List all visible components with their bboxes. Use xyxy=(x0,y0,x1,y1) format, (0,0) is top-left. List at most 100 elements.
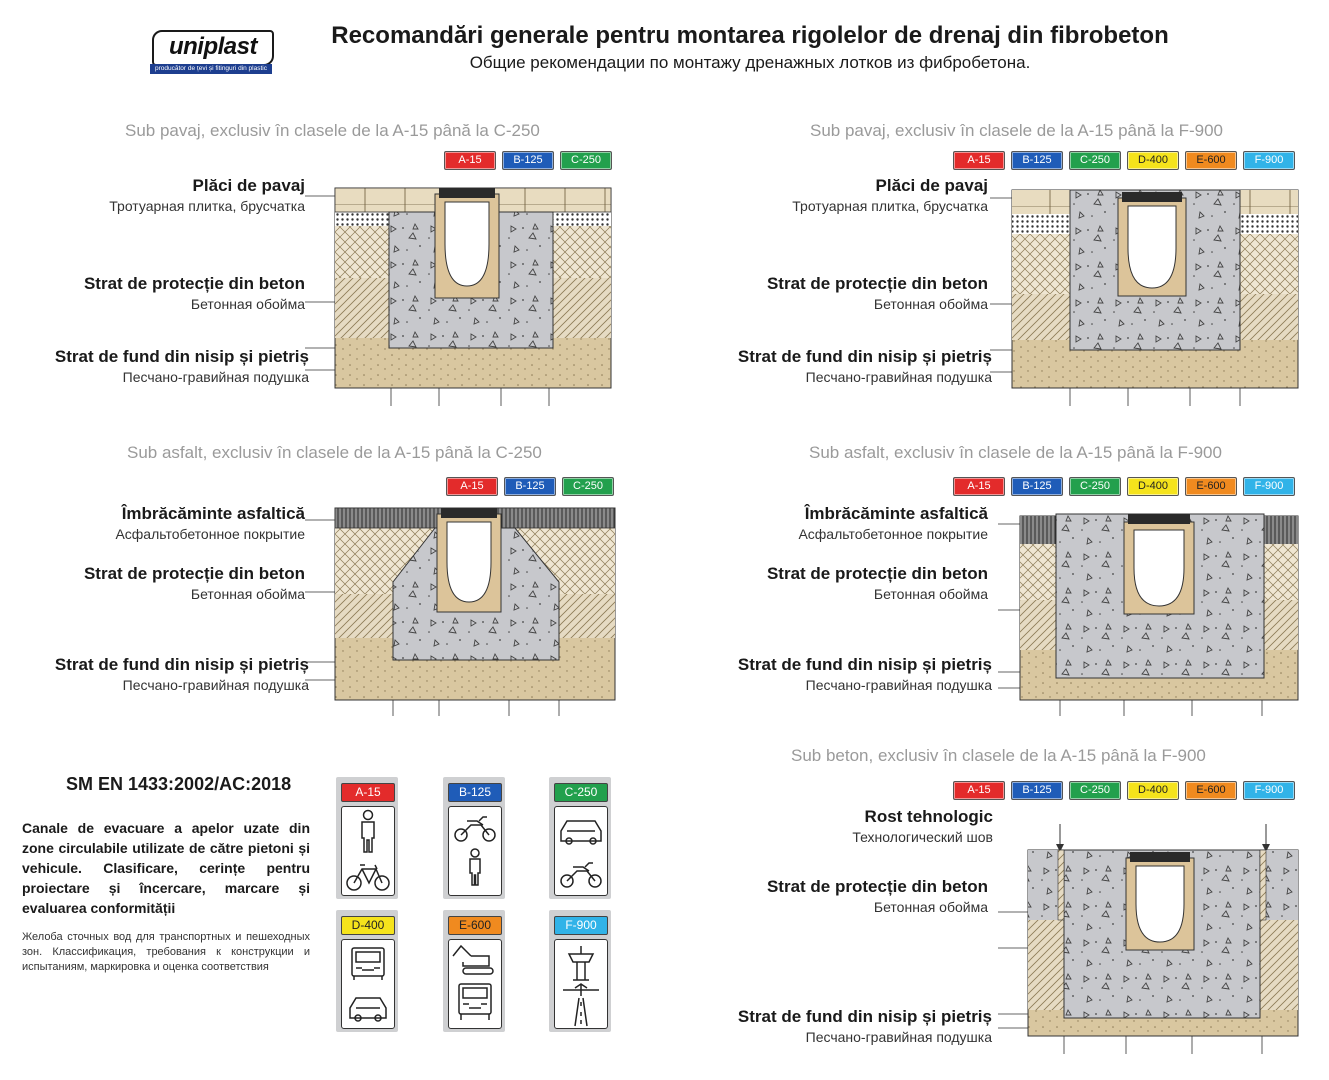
label-paving-ro: Plăci de pavaj xyxy=(192,176,305,195)
cross-section-paving-c250 xyxy=(305,187,612,406)
badge-a15: A-15 xyxy=(953,151,1005,170)
airplane-runway-icon xyxy=(563,983,599,1027)
label-protection-ro: Strat de protecție din beton xyxy=(83,564,305,583)
label-paving-ru: Тротуарная плитка, брусчатка xyxy=(792,198,988,214)
label-base: Strat de fund din nisip și pietriș Песча… xyxy=(738,347,992,385)
badge-b125: B-125 xyxy=(1011,151,1063,170)
badge-e600: E-600 xyxy=(1185,781,1237,800)
bicycle-icon xyxy=(346,864,390,891)
label-protection-ro: Strat de protecție din beton xyxy=(83,274,305,293)
cross-section-paving-f900 xyxy=(990,189,1299,406)
badge-a15: A-15 xyxy=(444,151,496,170)
label-base-ro: Strat de fund din nisip și pietriș xyxy=(54,655,309,674)
cross-section-asphalt-c250 xyxy=(305,507,616,716)
class-card-a15: A-15 xyxy=(336,777,398,899)
label-base: Strat de fund din nisip și pietriș Песча… xyxy=(738,1007,992,1045)
label-protection-ru: Бетонная обойма xyxy=(873,899,988,915)
section-title-concrete-f900: Sub beton, exclusiv în clasele de la A-1… xyxy=(791,746,1206,765)
section-title-asphalt-c250: Sub asfalt, exclusiv în clasele de la A-… xyxy=(127,443,542,462)
label-base-ro: Strat de fund din nisip și pietriș xyxy=(737,1007,992,1026)
card-badge-e600: E-600 xyxy=(448,916,502,935)
card-badge-c250: C-250 xyxy=(554,783,608,802)
badge-b125: B-125 xyxy=(1011,477,1063,496)
standard-code: SM EN 1433:2002/AC:2018 xyxy=(66,774,292,794)
label-protection: Strat de protecție din beton Бетонная об… xyxy=(767,877,988,915)
label-asphalt-ro: Îmbrăcăminte asfaltică xyxy=(804,504,988,523)
class-badges-asphalt-c250: A-15 B-125 C-250 xyxy=(446,477,614,496)
motorcycle-icon xyxy=(454,816,496,842)
badge-e600: E-600 xyxy=(1185,477,1237,496)
standard-description-ro: Canale de evacuare a apelor uzate din zo… xyxy=(22,820,310,916)
label-paving-ro: Plăci de pavaj xyxy=(875,176,988,195)
card-badge-a15: A-15 xyxy=(341,783,395,802)
badge-b125: B-125 xyxy=(502,151,554,170)
section-title-asphalt-f900: Sub asfalt, exclusiv în clasele de la A-… xyxy=(809,443,1222,462)
class-badges-paving-f900: A-15 B-125 C-250 D-400 E-600 F-900 xyxy=(953,151,1295,170)
page-subtitle: Общие рекомендации по монтажу дренажных … xyxy=(469,53,1031,72)
badge-c250: C-250 xyxy=(1069,477,1121,496)
badge-a15: A-15 xyxy=(953,781,1005,800)
section-title-paving-f900: Sub pavaj, exclusiv în clasele de la A-1… xyxy=(810,121,1223,140)
class-card-b125: B-125 xyxy=(443,777,505,899)
pedestrian-icon xyxy=(361,809,375,853)
truck-icon xyxy=(351,947,385,980)
label-joint-ro: Rost tehnologic xyxy=(864,807,993,826)
label-protection-ro: Strat de protecție din beton xyxy=(766,877,988,896)
badge-a15: A-15 xyxy=(953,477,1005,496)
badge-f900: F-900 xyxy=(1243,781,1295,800)
logo-tagline: producător de țevi și fitinguri din plas… xyxy=(150,64,272,74)
label-protection-ru: Бетонная обойма xyxy=(873,296,988,312)
badge-d400: D-400 xyxy=(1127,781,1179,800)
badge-b125: B-125 xyxy=(1011,781,1063,800)
badge-d400: D-400 xyxy=(1127,151,1179,170)
label-protection: Strat de protecție din beton Бетонная об… xyxy=(84,274,305,312)
label-base-ru: Песчано-гравийная подушка xyxy=(122,677,309,693)
label-base: Strat de fund din nisip și pietriș Песча… xyxy=(55,655,309,693)
car-icon xyxy=(349,997,387,1022)
label-paving-ru: Тротуарная плитка, брусчатка xyxy=(109,198,305,214)
label-asphalt-ru: Асфальтобетонное покрытие xyxy=(798,526,988,542)
label-base-ru: Песчано-гравийная подушка xyxy=(805,369,992,385)
card-badge-b125: B-125 xyxy=(448,783,502,802)
label-base-ro: Strat de fund din nisip și pietriș xyxy=(737,347,992,366)
section-title-paving-c250: Sub pavaj, exclusiv în clasele de la A-1… xyxy=(125,121,540,140)
truck-icon xyxy=(458,983,492,1020)
cross-section-asphalt-f900 xyxy=(998,513,1299,716)
badge-d400: D-400 xyxy=(1127,477,1179,496)
badge-f900: F-900 xyxy=(1243,151,1295,170)
class-card-c250: C-250 xyxy=(549,777,611,899)
label-asphalt: Îmbrăcăminte asfaltică Асфальтобетонное … xyxy=(115,504,305,542)
badge-c250: C-250 xyxy=(560,151,612,170)
label-protection-ro: Strat de protecție din beton xyxy=(766,564,988,583)
label-protection-ru: Бетонная обойма xyxy=(190,586,305,602)
badge-a15: A-15 xyxy=(446,477,498,496)
class-badges-concrete-f900: A-15 B-125 C-250 D-400 E-600 F-900 xyxy=(953,781,1295,800)
label-asphalt-ro: Îmbrăcăminte asfaltică xyxy=(121,504,305,523)
pedestrian-icon xyxy=(469,848,481,886)
badge-e600: E-600 xyxy=(1185,151,1237,170)
label-protection: Strat de protecție din beton Бетонная об… xyxy=(767,274,988,312)
uniplast-logo: uniplast producător de țevi și fitinguri… xyxy=(150,30,274,74)
label-asphalt-ru: Асфальтобетонное покрытие xyxy=(115,526,305,542)
label-base: Strat de fund din nisip și pietriș Песча… xyxy=(738,655,992,693)
card-badge-d400: D-400 xyxy=(341,916,395,935)
class-card-e600: E-600 xyxy=(443,910,505,1032)
label-base-ru: Песчано-гравийная подушка xyxy=(122,369,309,385)
label-joint-ru: Технологический шов xyxy=(852,829,993,845)
badge-f900: F-900 xyxy=(1243,477,1295,496)
class-card-d400: D-400 xyxy=(336,910,398,1032)
page-title: Recomandări generale pentru montarea rig… xyxy=(331,22,1169,49)
class-badges-paving-c250: A-15 B-125 C-250 xyxy=(444,151,612,170)
label-base-ru: Песчано-гравийная подушка xyxy=(805,677,992,693)
car-icon xyxy=(560,820,602,845)
label-protection: Strat de protecție din beton Бетонная об… xyxy=(84,564,305,602)
label-asphalt: Îmbrăcăminte asfaltică Асфальтобетонное … xyxy=(798,504,988,542)
standard-description-ru: Желоба сточных вод для транспортных и пе… xyxy=(22,931,310,973)
label-protection-ru: Бетонная обойма xyxy=(190,296,305,312)
badge-b125: B-125 xyxy=(504,477,556,496)
label-base-ro: Strat de fund din nisip și pietriș xyxy=(737,655,992,674)
badge-c250: C-250 xyxy=(1069,151,1121,170)
label-base-ro: Strat de fund din nisip și pietriș xyxy=(54,347,309,366)
label-base: Strat de fund din nisip și pietriș Песча… xyxy=(55,347,309,385)
label-paving: Plăci de pavaj Тротуарная плитка, брусча… xyxy=(109,176,305,214)
